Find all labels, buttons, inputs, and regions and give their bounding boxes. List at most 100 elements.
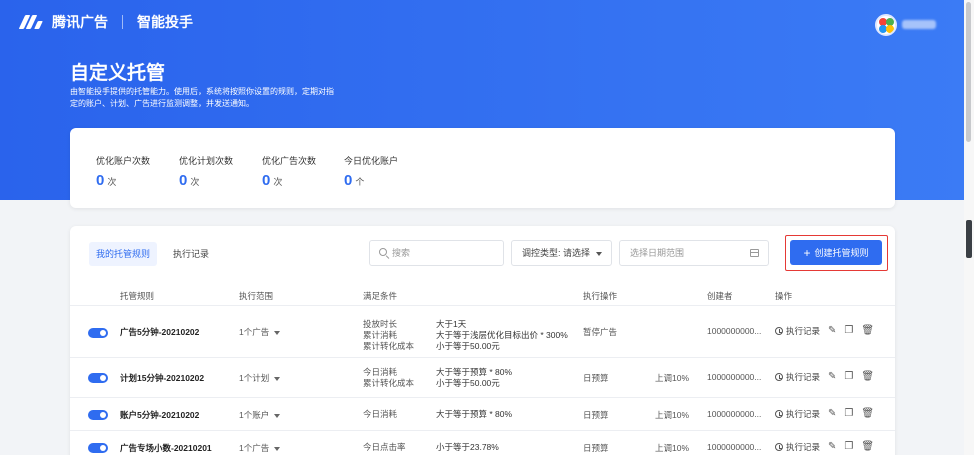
chevron-down-icon — [274, 446, 281, 451]
search-icon — [379, 248, 387, 256]
delete-icon[interactable]: 🗑 — [861, 325, 875, 336]
copy-icon[interactable]: ❐ — [844, 408, 854, 419]
plus-icon: + — [803, 245, 811, 260]
chevron-down-icon — [274, 413, 281, 418]
th-rule: 托管规则 — [120, 291, 155, 301]
action-type: 暂停广告 — [583, 327, 618, 337]
condition-values: 大于等于预算 * 80% — [436, 409, 513, 419]
condition-metrics: 投放时长 累计消耗 累计转化成本 — [363, 319, 415, 351]
brand-divider — [122, 15, 123, 29]
rule-toggle[interactable] — [88, 410, 108, 420]
create-rule-button[interactable]: + 创建托管规则 — [790, 240, 882, 265]
creator: 1000000000... — [707, 442, 762, 452]
top-bar: 腾讯广告 智能投手 — [0, 0, 964, 46]
brand-name: 腾讯广告 — [52, 14, 108, 30]
table-header: 托管规则 执行范围 满足条件 执行操作 创建者 操作 — [70, 290, 895, 306]
th-creator: 创建者 — [707, 291, 733, 301]
th-conditions: 满足条件 — [363, 291, 398, 301]
date-range-picker[interactable]: 选择日期范围 — [619, 240, 769, 266]
clock-icon — [775, 373, 783, 381]
create-button-highlight: + 创建托管规则 — [785, 235, 888, 271]
clock-icon — [775, 327, 783, 335]
rule-toggle[interactable] — [88, 328, 108, 338]
scrollbar-thumb[interactable] — [966, 2, 971, 142]
action-value: 上调10% — [655, 443, 690, 453]
side-panel-handle[interactable] — [966, 220, 972, 258]
edit-icon[interactable]: ✎ — [828, 325, 837, 336]
row-operations: 执行记录 ✎ ❐ 🗑 — [775, 325, 874, 337]
rule-name[interactable]: 广告专场小数-20210201 — [120, 443, 212, 453]
search-box[interactable] — [369, 240, 504, 266]
exec-log-link[interactable]: 执行记录 — [775, 371, 820, 383]
creator: 1000000000... — [707, 409, 762, 419]
condition-metrics: 今日消耗 — [363, 409, 398, 419]
condition-metrics: 今日点击率 — [363, 442, 406, 452]
page-description: 由智能投手提供的托管能力。使用后，系统将按照你设置的规则，定期对指定的账户、计划… — [70, 87, 334, 108]
rule-name[interactable]: 账户5分钟-20210202 — [120, 410, 200, 420]
brand-logo-icon — [18, 13, 46, 31]
chevron-down-icon — [596, 252, 602, 256]
creator: 1000000000... — [707, 326, 762, 336]
brand-logo[interactable]: 腾讯广告 智能投手 — [18, 12, 193, 32]
calendar-icon — [750, 249, 759, 257]
clock-icon — [775, 443, 783, 451]
exec-log-link[interactable]: 执行记录 — [775, 441, 820, 453]
copy-icon[interactable]: ❐ — [844, 441, 854, 452]
scope-dropdown[interactable]: 1个广告 — [239, 326, 281, 338]
condition-values: 大于1天 大于等于浅层优化目标出价 * 300% 小于等于50.00元 — [436, 319, 568, 351]
page-title: 自定义托管 — [70, 63, 166, 84]
action-value: 上调10% — [655, 373, 690, 383]
tab-my-rules[interactable]: 我的托管规则 — [89, 242, 158, 266]
scope-dropdown[interactable]: 1个账户 — [239, 409, 281, 421]
chevron-down-icon — [274, 376, 281, 381]
table-row: 广告5分钟-20210202 1个广告 投放时长 累计消耗 累计转化成本 大于1… — [70, 308, 895, 358]
table-row: 计划15分钟-20210202 1个计划 今日消耗 累计转化成本 大于等于预算 … — [70, 358, 895, 398]
edit-icon[interactable]: ✎ — [828, 371, 837, 382]
copy-icon[interactable]: ❐ — [844, 325, 854, 336]
th-scope: 执行范围 — [239, 291, 274, 301]
table-row: 账户5分钟-20210202 1个账户 今日消耗 大于等于预算 * 80% 日预… — [70, 398, 895, 431]
rule-toggle[interactable] — [88, 373, 108, 383]
row-operations: 执行记录 ✎ ❐ 🗑 — [775, 408, 874, 420]
user-name-blurred[interactable] — [902, 20, 936, 29]
table-row: 广告专场小数-20210201 1个广告 今日点击率 小于等于23.78% 日预… — [70, 431, 895, 455]
action-value: 上调10% — [655, 410, 690, 420]
scope-dropdown[interactable]: 1个广告 — [239, 442, 281, 454]
action-type: 日预算 — [583, 410, 609, 420]
product-name: 智能投手 — [137, 14, 193, 30]
edit-icon[interactable]: ✎ — [828, 441, 837, 452]
rule-toggle[interactable] — [88, 443, 108, 453]
exec-log-link[interactable]: 执行记录 — [775, 408, 820, 420]
exec-log-link[interactable]: 执行记录 — [775, 325, 820, 337]
rules-card: 我的托管规则 执行记录 调控类型: 请选择 选择日期范围 + 创建托管规则 托管… — [70, 226, 895, 455]
clock-icon — [775, 410, 783, 418]
scope-dropdown[interactable]: 1个计划 — [239, 372, 281, 384]
creator: 1000000000... — [707, 372, 762, 382]
condition-values: 小于等于23.78% — [436, 442, 499, 452]
th-operations: 操作 — [775, 291, 793, 301]
control-type-select[interactable]: 调控类型: 请选择 — [511, 240, 612, 266]
action-type: 日预算 — [583, 373, 609, 383]
copy-icon[interactable]: ❐ — [844, 371, 854, 382]
rule-name[interactable]: 广告5分钟-20210202 — [120, 327, 200, 337]
delete-icon[interactable]: 🗑 — [861, 441, 875, 452]
search-input[interactable] — [392, 245, 492, 261]
action-type: 日预算 — [583, 443, 609, 453]
user-avatar[interactable] — [875, 14, 897, 36]
th-action: 执行操作 — [583, 291, 618, 301]
tab-exec-records[interactable]: 执行记录 — [173, 249, 210, 259]
delete-icon[interactable]: 🗑 — [861, 408, 875, 419]
rule-name[interactable]: 计划15分钟-20210202 — [120, 373, 205, 383]
row-operations: 执行记录 ✎ ❐ 🗑 — [775, 441, 874, 453]
condition-metrics: 今日消耗 累计转化成本 — [363, 367, 415, 388]
row-operations: 执行记录 ✎ ❐ 🗑 — [775, 371, 874, 383]
condition-values: 大于等于预算 * 80% 小于等于50.00元 — [436, 367, 513, 388]
edit-icon[interactable]: ✎ — [828, 408, 837, 419]
chevron-down-icon — [274, 330, 281, 335]
delete-icon[interactable]: 🗑 — [861, 371, 875, 382]
